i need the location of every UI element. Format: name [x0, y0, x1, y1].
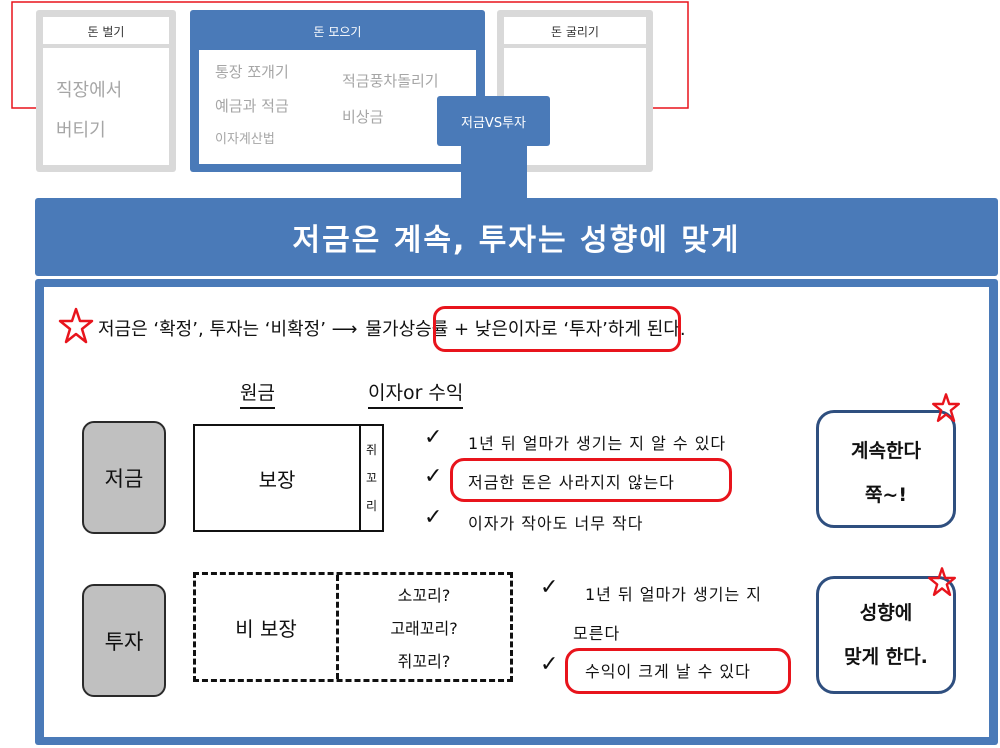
- investment-outcome-line-2: 맞게 한다.: [844, 646, 928, 668]
- investment-outcome-line-1: 성향에: [859, 602, 913, 624]
- save-item-1: 통장 쪼개기: [215, 63, 289, 81]
- savings-interest: 쥐 꼬 리: [361, 436, 382, 520]
- star-icon: [932, 393, 961, 422]
- savings-interest-char-3: 리: [365, 499, 378, 513]
- intro-text-1: 저금은 ‘확정’, 투자는 ‘비확정’ ⟶: [98, 319, 358, 340]
- savings-label-text: 저금: [104, 466, 144, 491]
- investment-point-1b: 모른다: [573, 624, 621, 643]
- save-panel: 돈 모으기 통장 쪼개기 예금과 적금 이자계산법 적금풍차돌리기 비상금: [190, 10, 485, 172]
- save-item-3: 이자계산법: [215, 132, 275, 147]
- investment-interest-line-3: 쥐꼬리?: [397, 652, 451, 671]
- save-item-2: 예금과 적금: [215, 97, 289, 115]
- intro-highlight: 물가상승률 + 낮은이자: [365, 319, 542, 340]
- savings-point-2: 저금한 돈은 사라지지 않는다: [468, 473, 675, 492]
- investment-interest-line-1: 소꼬리?: [397, 586, 451, 605]
- star-icon: [58, 307, 94, 344]
- savings-point-1: 1년 뒤 얼마가 생기는 지 알 수 있다: [468, 434, 727, 453]
- savings-bar: 보장 쥐 꼬 리: [193, 424, 384, 532]
- save-panel-title: 돈 모으기: [313, 25, 362, 39]
- star-icon: [928, 567, 957, 596]
- savings-principal: 보장: [195, 426, 361, 530]
- savings-outcome: 계속한다 쭉~!: [816, 410, 956, 528]
- check-icon: ✓: [424, 464, 443, 489]
- save-item-5: 비상금: [342, 108, 384, 126]
- tab-connector: [461, 140, 527, 202]
- intro-line: 저금은 ‘확정’, 투자는 ‘비확정’ ⟶ 물가상승률 + 낮은이자 로 ‘투자…: [98, 315, 686, 341]
- tab-savings-vs-investment[interactable]: 저금VS투자: [437, 96, 550, 146]
- grow-panel-title: 돈 굴리기: [551, 25, 599, 39]
- investment-point-1: 1년 뒤 얼마가 생기는 지: [585, 585, 763, 604]
- investment-bar: 비 보장 소꼬리? 고래꼬리? 쥐꼬리?: [193, 572, 513, 682]
- savings-principal-text: 보장: [258, 467, 296, 492]
- investment-label: 투자: [82, 584, 166, 697]
- check-icon: ✓: [424, 425, 443, 450]
- principal-header: 원금: [240, 378, 275, 409]
- earn-panel: 돈 벌기 직장에서 버티기: [36, 10, 176, 172]
- savings-interest-char-2: 꼬: [365, 471, 378, 485]
- intro-text-2: 로 ‘투자’하게 된다.: [541, 319, 686, 340]
- savings-point-3: 이자가 작아도 너무 작다: [468, 514, 644, 533]
- page-title: 저금은 계속, 투자는 성향에 맞게: [35, 198, 998, 276]
- check-icon: ✓: [540, 575, 559, 600]
- check-icon: ✓: [540, 652, 559, 677]
- investment-point-2-circle: [565, 648, 791, 694]
- investment-interest-line-2: 고래꼬리?: [390, 619, 458, 638]
- savings-interest-char-1: 쥐: [365, 443, 378, 457]
- earn-panel-title: 돈 벌기: [87, 25, 125, 39]
- investment-point-2: 수익이 크게 날 수 있다: [585, 662, 751, 681]
- intro-highlight-circle: [433, 306, 681, 352]
- savings-outcome-line-1: 계속한다: [851, 440, 921, 462]
- earn-line-1: 직장에서: [56, 80, 123, 101]
- savings-point-2-circle: [450, 458, 732, 502]
- investment-outcome: 성향에 맞게 한다.: [816, 576, 956, 694]
- earn-line-2: 버티기: [56, 120, 106, 141]
- investment-principal: 비 보장: [196, 575, 339, 679]
- tab-label: 저금VS투자: [461, 115, 526, 131]
- investment-interest: 소꼬리? 고래꼬리? 쥐꼬리?: [339, 579, 509, 678]
- investment-label-text: 투자: [104, 629, 144, 654]
- interest-header: 이자or 수익: [368, 378, 464, 409]
- check-icon: ✓: [424, 505, 443, 530]
- savings-label: 저금: [82, 421, 166, 534]
- save-item-4: 적금풍차돌리기: [342, 72, 439, 90]
- investment-principal-text: 비 보장: [235, 616, 297, 641]
- savings-outcome-line-2: 쭉~!: [864, 484, 908, 506]
